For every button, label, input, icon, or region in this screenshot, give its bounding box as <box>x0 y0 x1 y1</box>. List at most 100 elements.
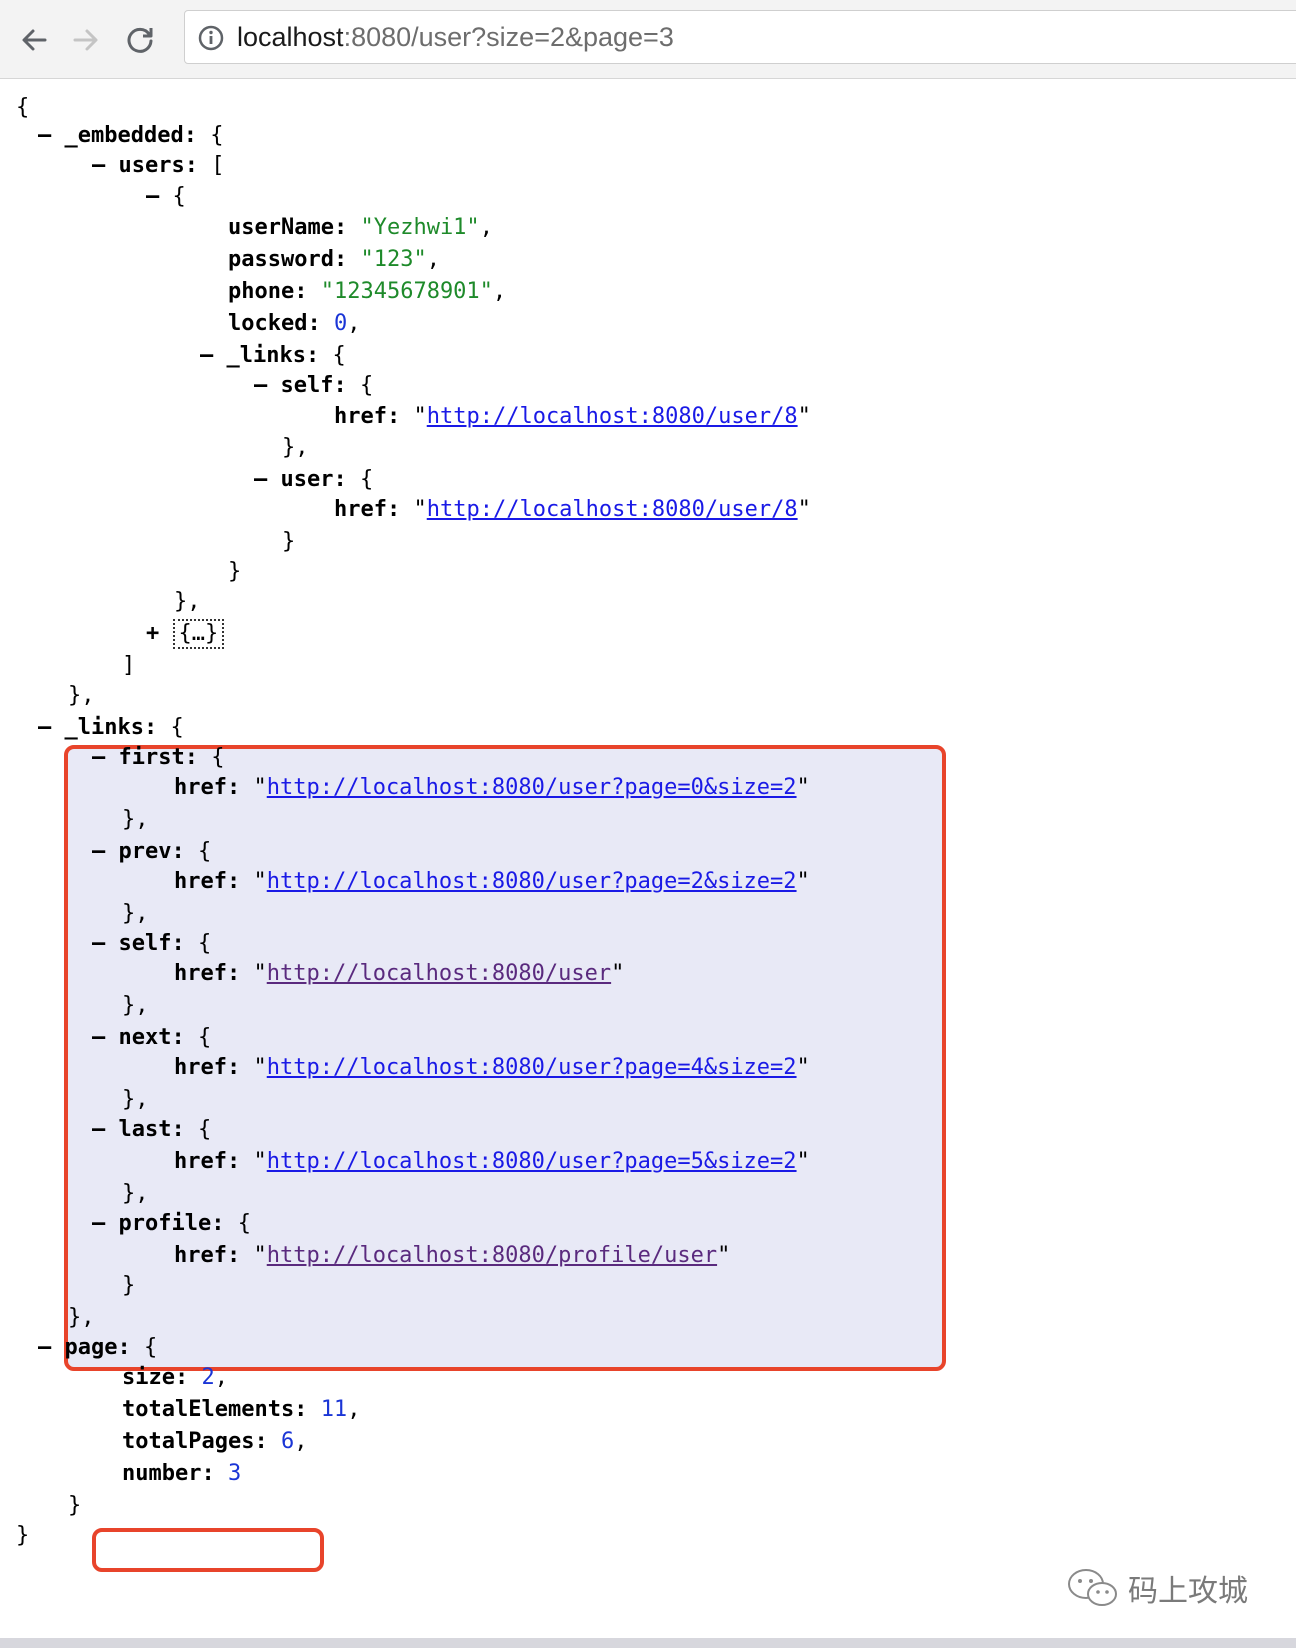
arrow-right-icon <box>73 29 98 51</box>
users-key: users: <box>118 153 198 178</box>
close-brace-comma: }, <box>282 435 309 460</box>
links-first-row: – first: { <box>92 745 225 770</box>
total-elements-key: totalElements: <box>122 1397 308 1422</box>
reload-icon <box>127 27 153 53</box>
total-pages-value: 6 <box>280 1429 295 1454</box>
back-button[interactable] <box>8 14 60 66</box>
close-brace-comma: }, <box>122 807 149 832</box>
href-key: href: <box>174 1243 241 1268</box>
self-href-row: href: "http://localhost:8080/user" <box>174 961 625 986</box>
links-profile-row: – profile: { <box>92 1211 251 1236</box>
size-key: size: <box>122 1365 189 1390</box>
links-key: _links: <box>64 715 158 740</box>
last-key: last: <box>118 1117 185 1142</box>
phone-row: phone: "12345678901", <box>228 279 507 304</box>
total-pages-key: totalPages: <box>122 1429 268 1454</box>
first-href-row: href: "http://localhost:8080/user?page=0… <box>174 775 810 800</box>
first-key: first: <box>118 745 198 770</box>
collapse-toggle[interactable]: – <box>38 1335 52 1360</box>
expand-toggle[interactable]: + <box>146 621 160 646</box>
next-link[interactable]: http://localhost:8080/user?page=4&size=2 <box>266 1055 797 1080</box>
profile-key: profile: <box>118 1211 225 1236</box>
url-path: :8080/user?size=2&page=3 <box>343 22 674 52</box>
close-brace: } <box>282 529 296 554</box>
collapse-toggle[interactable]: – <box>254 373 268 398</box>
close-brace-comma: }, <box>174 589 201 614</box>
user-user-href-row: href: "http://localhost:8080/user/8" <box>334 497 811 522</box>
close-brace: } <box>228 559 242 584</box>
total-pages-row: totalPages: 6, <box>122 1429 308 1454</box>
collapse-toggle[interactable]: – <box>146 184 160 209</box>
info-icon[interactable] <box>197 24 225 52</box>
root-close-brace: } <box>16 1523 30 1548</box>
profile-href-row: href: "http://localhost:8080/profile/use… <box>174 1243 731 1268</box>
address-bar[interactable]: localhost:8080/user?size=2&page=3 <box>184 10 1296 64</box>
first-link[interactable]: http://localhost:8080/user?page=0&size=2 <box>266 775 797 800</box>
username-key: userName: <box>228 215 348 240</box>
user-user-link[interactable]: http://localhost:8080/user/8 <box>426 497 798 522</box>
total-elements-row: totalElements: 11, <box>122 1397 361 1422</box>
url-text[interactable]: localhost:8080/user?size=2&page=3 <box>237 11 674 63</box>
collapse-toggle[interactable]: – <box>254 467 268 492</box>
locked-value: 0 <box>333 311 348 336</box>
user-links-row: – _links: { <box>200 343 346 368</box>
size-value: 2 <box>201 1365 215 1390</box>
href-key: href: <box>174 869 241 894</box>
links-prev-row: – prev: { <box>92 839 212 864</box>
number-highlight-box <box>92 1528 324 1572</box>
locked-key: locked: <box>228 311 321 336</box>
embedded-row: – _embedded: { <box>38 123 224 148</box>
number-value: 3 <box>227 1461 242 1486</box>
watermark: 码上攻城 <box>1066 1562 1248 1614</box>
close-bracket: ] <box>122 653 136 678</box>
collapse-toggle[interactable]: – <box>92 745 106 770</box>
phone-value: "12345678901" <box>320 279 493 304</box>
collapsed-item-row: + {…} <box>146 618 225 650</box>
embedded-key: _embedded: <box>64 123 197 148</box>
phone-key: phone: <box>228 279 308 304</box>
close-brace-comma: }, <box>122 1087 149 1112</box>
prev-href-row: href: "http://localhost:8080/user?page=2… <box>174 869 810 894</box>
href-key: href: <box>334 404 401 429</box>
number-row: number: 3 <box>122 1458 241 1490</box>
reload-button[interactable] <box>114 14 166 66</box>
collapse-toggle[interactable]: – <box>92 931 106 956</box>
collapse-toggle[interactable]: – <box>92 153 106 178</box>
close-brace-comma: }, <box>122 901 149 926</box>
arrow-left-icon <box>22 29 47 51</box>
collapse-toggle[interactable]: – <box>92 1025 106 1050</box>
watermark-text: 码上攻城 <box>1128 1574 1248 1609</box>
wechat-icon <box>1068 1569 1117 1606</box>
user-self-link[interactable]: http://localhost:8080/user/8 <box>426 404 798 429</box>
last-link[interactable]: http://localhost:8080/user?page=5&size=2 <box>266 1149 797 1174</box>
user-user-row: – user: { <box>254 467 374 492</box>
href-key: href: <box>174 1055 241 1080</box>
user-self-href-row: href: "http://localhost:8080/user/8" <box>334 404 811 429</box>
json-viewer: { – _embedded: { – users: [ – { userName… <box>0 80 1296 1648</box>
user-user-key: user: <box>280 467 347 492</box>
prev-link[interactable]: http://localhost:8080/user?page=2&size=2 <box>266 869 797 894</box>
url-host: localhost <box>237 22 344 52</box>
self-link[interactable]: http://localhost:8080/user <box>266 961 612 986</box>
collapsed-object[interactable]: {…} <box>172 619 225 649</box>
next-key: next: <box>118 1025 185 1050</box>
profile-link[interactable]: http://localhost:8080/profile/user <box>266 1243 718 1268</box>
password-value: "123" <box>360 247 427 272</box>
collapse-toggle[interactable]: – <box>92 1117 106 1142</box>
user-item-row: – { <box>146 184 186 209</box>
root-open-brace: { <box>16 95 30 120</box>
links-next-row: – next: { <box>92 1025 212 1050</box>
collapse-toggle[interactable]: – <box>92 1211 106 1236</box>
collapse-toggle[interactable]: – <box>38 715 52 740</box>
username-row: userName: "Yezhwi1", <box>228 215 493 240</box>
forward-button[interactable] <box>60 14 112 66</box>
href-key: href: <box>174 1149 241 1174</box>
password-key: password: <box>228 247 348 272</box>
total-elements-value: 11 <box>320 1397 348 1422</box>
collapse-toggle[interactable]: – <box>200 343 214 368</box>
user-self-row: – self: { <box>254 373 374 398</box>
page-key: page: <box>64 1335 131 1360</box>
collapse-toggle[interactable]: – <box>38 123 52 148</box>
close-brace: } <box>122 1273 136 1298</box>
collapse-toggle[interactable]: – <box>92 839 106 864</box>
